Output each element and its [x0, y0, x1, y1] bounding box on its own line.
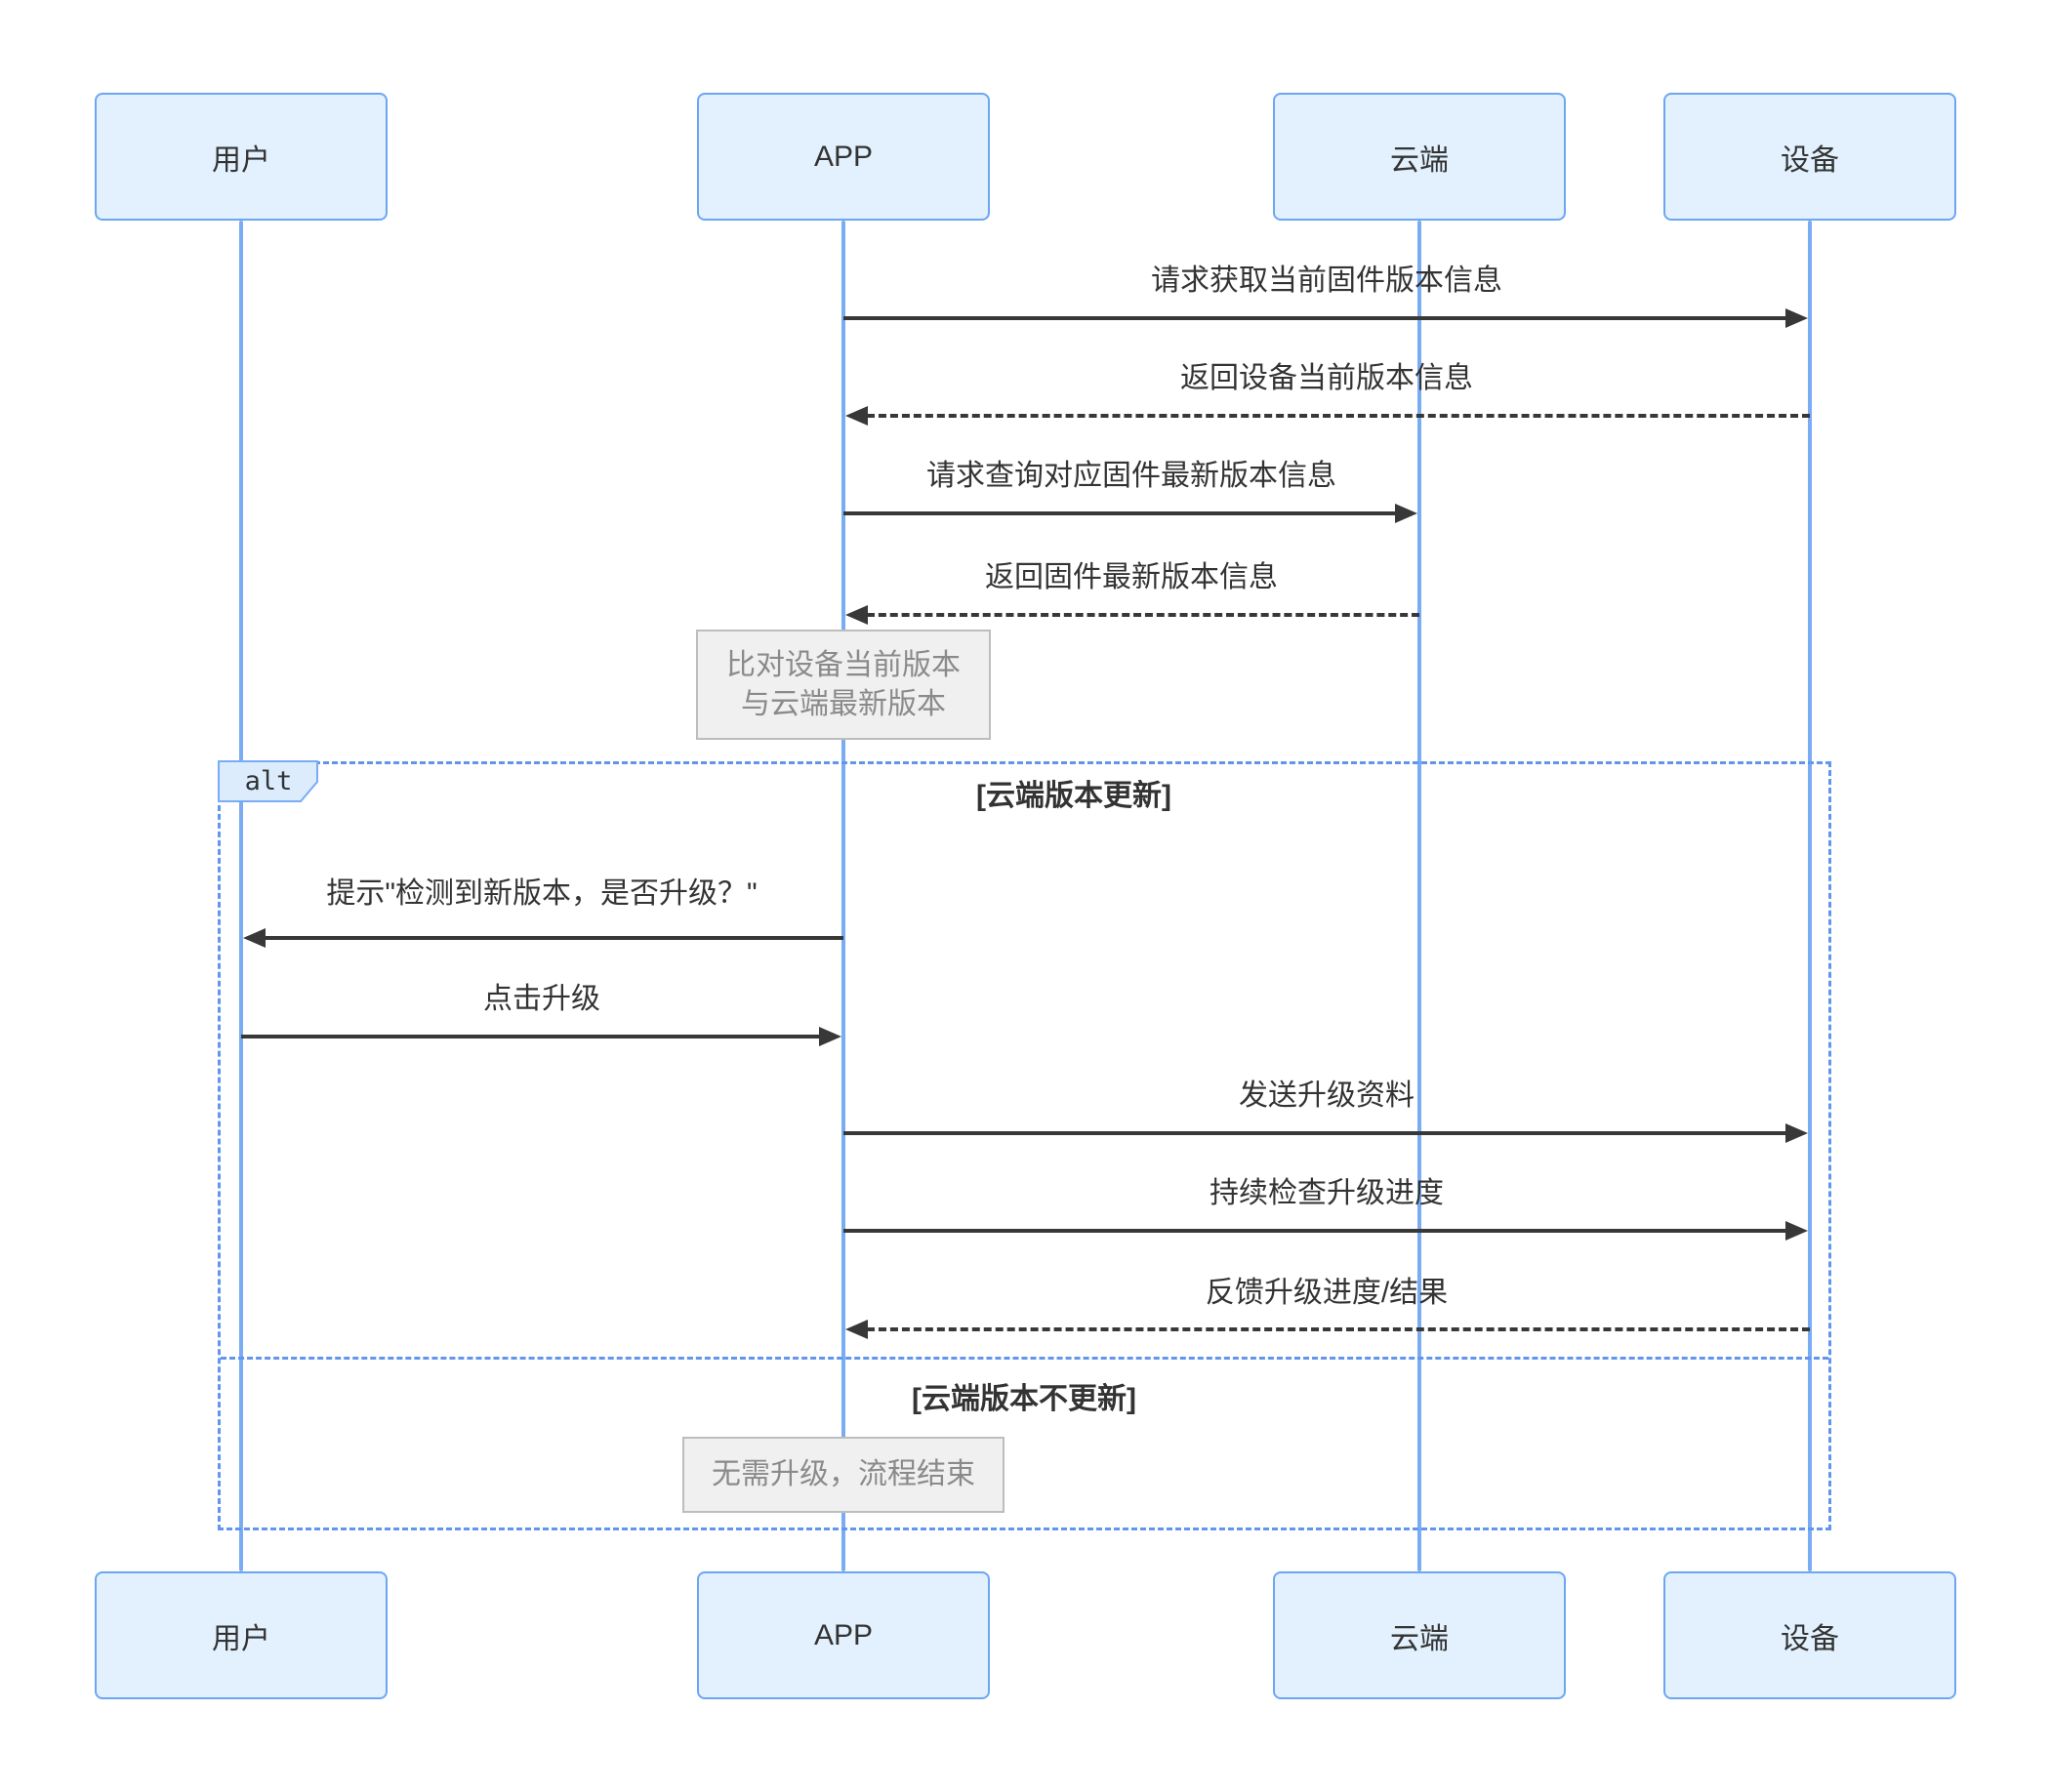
message-9-label: 反馈升级进度/结果: [1205, 1277, 1449, 1309]
note-no-upgrade: 无需升级，流程结束: [682, 1437, 1004, 1513]
actor-user-top: 用户: [95, 93, 388, 221]
message-2-arrowhead: [845, 406, 868, 426]
alt-tag-shape: [218, 760, 318, 802]
message-4-label: 返回固件最新版本信息: [985, 561, 1278, 593]
message-5-label: 提示"检测到新版本，是否升级？": [326, 877, 758, 910]
message-9-line: [867, 1327, 1810, 1331]
note-compare-versions-line1: 比对设备当前版本: [726, 648, 961, 681]
message-4-line: [867, 613, 1419, 617]
alt-operator-label: alt: [245, 766, 293, 796]
actor-cloud-bottom: 云端: [1273, 1571, 1566, 1699]
note-compare-versions: 比对设备当前版本 与云端最新版本: [696, 630, 991, 740]
alt-condition-2: [云端版本不更新]: [912, 1383, 1136, 1415]
actor-device-label: 设备: [1781, 143, 1839, 177]
alt-frame: [218, 761, 1831, 1530]
message-5-line: [265, 936, 843, 940]
message-1-arrowhead: [1785, 308, 1808, 328]
actor-app-label: APP: [813, 1618, 874, 1651]
lifeline-user: [239, 221, 243, 1571]
message-7-line: [843, 1131, 1786, 1135]
actor-app-bottom: APP: [697, 1571, 990, 1699]
message-7-label: 发送升级资料: [1239, 1079, 1414, 1112]
message-2-label: 返回设备当前版本信息: [1180, 362, 1473, 394]
actor-device-bottom: 设备: [1663, 1571, 1956, 1699]
actor-device-top: 设备: [1663, 93, 1956, 221]
actor-user-bottom: 用户: [95, 1571, 388, 1699]
lifeline-app: [841, 221, 845, 1571]
actor-cloud-label: 云端: [1390, 143, 1449, 177]
message-1-label: 请求获取当前固件版本信息: [1151, 265, 1502, 297]
message-4-arrowhead: [845, 605, 868, 625]
message-8-label: 持续检查升级进度: [1210, 1177, 1444, 1209]
alt-condition-1: [云端版本更新]: [976, 780, 1171, 812]
message-3-arrowhead: [1395, 504, 1417, 523]
actor-user-label: 用户: [212, 143, 270, 177]
lifeline-cloud: [1417, 221, 1421, 1571]
actor-cloud-label: 云端: [1390, 1622, 1449, 1655]
message-5-arrowhead: [243, 928, 266, 948]
note-no-upgrade-line1: 无需升级，流程结束: [712, 1458, 975, 1490]
message-8-arrowhead: [1785, 1221, 1808, 1241]
message-3-label: 请求查询对应固件最新版本信息: [926, 460, 1336, 492]
message-7-arrowhead: [1785, 1123, 1808, 1143]
message-9-arrowhead: [845, 1320, 868, 1339]
message-6-label: 点击升级: [483, 983, 600, 1015]
actor-user-label: 用户: [212, 1622, 270, 1655]
message-6-arrowhead: [819, 1027, 841, 1046]
lifeline-device: [1808, 221, 1812, 1571]
note-compare-versions-line2: 与云端最新版本: [741, 687, 946, 720]
actor-device-label: 设备: [1781, 1622, 1839, 1655]
alt-separator: [221, 1357, 1828, 1360]
actor-app-label: APP: [813, 140, 874, 173]
actor-cloud-top: 云端: [1273, 93, 1566, 221]
message-2-line: [867, 414, 1810, 418]
alt-operator-tag: alt: [218, 760, 318, 802]
message-1-line: [843, 316, 1786, 320]
message-8-line: [843, 1229, 1786, 1233]
message-3-line: [843, 511, 1396, 515]
actor-app-top: APP: [697, 93, 990, 221]
message-6-line: [241, 1035, 820, 1039]
